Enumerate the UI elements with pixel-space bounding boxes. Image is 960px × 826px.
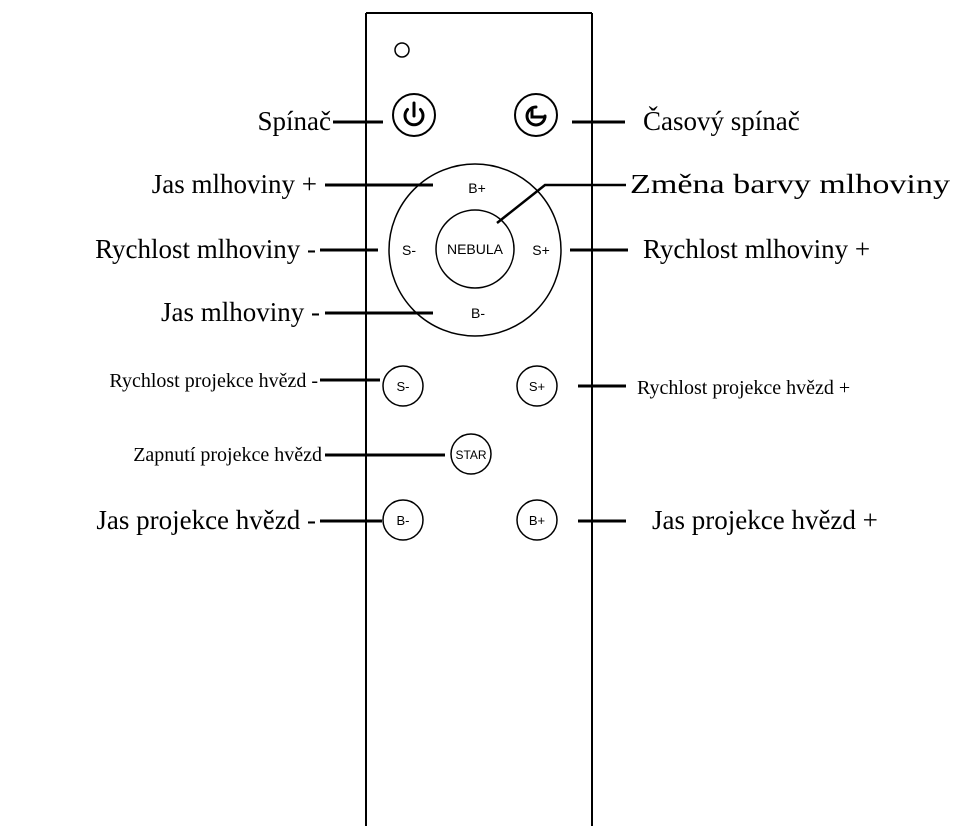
label-star-brightness-minus: Jas projekce hvězd - (96, 505, 316, 535)
timer-icon (525, 105, 547, 127)
label-nebula-brightness-plus: Jas mlhoviny + (152, 169, 317, 199)
star-b-plus-button[interactable]: B+ (516, 499, 558, 541)
label-star-speed-minus: Rychlost projekce hvězd - (109, 370, 318, 392)
nebula-s-minus-button[interactable]: S- (402, 242, 416, 258)
label-nebula-speed-plus: Rychlost mlhoviny + (643, 234, 870, 264)
label-timer: Časový spínač (643, 106, 800, 136)
nebula-b-plus-button[interactable]: B+ (468, 180, 486, 196)
label-star-on: Zapnutí projekce hvězd (133, 444, 322, 466)
star-s-minus-button[interactable]: S- (382, 365, 424, 407)
nebula-ring (388, 163, 562, 337)
power-icon (403, 101, 425, 127)
nebula-center-button[interactable]: NEBULA (435, 209, 515, 289)
star-b-plus-label: B+ (529, 513, 545, 528)
nebula-center-label: NEBULA (447, 241, 504, 257)
label-star-brightness-plus: Jas projekce hvězd + (652, 505, 878, 535)
star-b-minus-button[interactable]: B- (382, 499, 424, 541)
label-power: Spínač (258, 106, 332, 136)
star-button[interactable]: STAR (450, 433, 492, 475)
leader-lines (320, 120, 628, 523)
star-s-minus-label: S- (397, 379, 410, 394)
star-label: STAR (455, 448, 486, 462)
leader-line-color (496, 183, 626, 224)
label-nebula-brightness-minus: Jas mlhoviny - (161, 297, 320, 327)
timer-button[interactable] (514, 93, 558, 137)
label-star-speed-plus: Rychlost projekce hvězd + (637, 377, 850, 399)
star-s-plus-button[interactable]: S+ (516, 365, 558, 407)
remote-body (365, 12, 593, 826)
label-nebula-color-change: Změna barvy mlhoviny (630, 169, 951, 199)
nebula-b-minus-button[interactable]: B- (471, 305, 485, 321)
star-s-plus-label: S+ (529, 379, 545, 394)
star-b-minus-label: B- (397, 513, 410, 528)
label-nebula-speed-minus: Rychlost mlhoviny - (95, 234, 316, 264)
power-button[interactable] (392, 93, 436, 137)
nebula-s-plus-button[interactable]: S+ (532, 242, 550, 258)
indicator-led (394, 42, 410, 58)
